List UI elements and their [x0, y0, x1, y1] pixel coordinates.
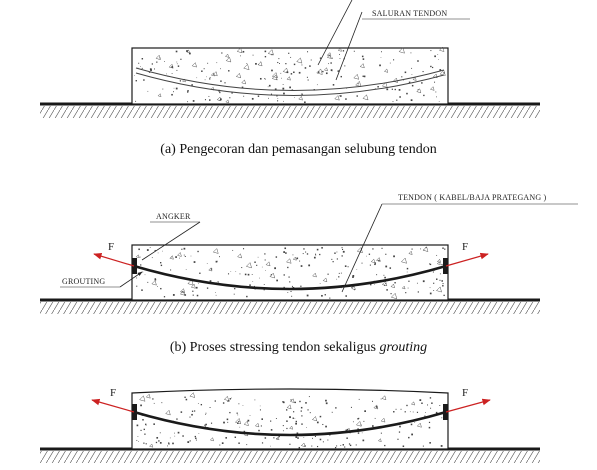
panel-b: F F TENDON ( KABEL/BAJA PRATEGANG ) ANGK… [40, 193, 578, 314]
force-arrow-left [93, 252, 135, 267]
force-label-left: F [110, 387, 116, 399]
caption-a-text: (a) Pengecoran dan pemasangan selubung t… [160, 142, 437, 157]
caption-b-italic: grouting [379, 340, 428, 355]
grout-leader [119, 271, 143, 288]
anchor-leader [141, 221, 201, 261]
force-arrow-left [91, 398, 135, 413]
panel-a: SALURAN TENDON [40, 0, 540, 118]
concrete-texture [136, 392, 443, 449]
duct-leader [335, 11, 363, 81]
force-arrow-right [445, 398, 491, 413]
force-label-right: F [462, 241, 468, 253]
caption-a: (a) Pengecoran dan pemasangan selubung t… [0, 142, 597, 158]
concrete-texture [134, 46, 446, 104]
force-label-left: F [108, 241, 114, 253]
tendon-cable [133, 264, 447, 291]
duct-label: SALURAN TENDON [372, 9, 447, 18]
tendon-leader [341, 203, 383, 293]
panel-c: F F [40, 387, 540, 463]
caption-b-text: (b) Proses stressing tendon sekaligus [169, 340, 380, 355]
ground-hatch [40, 106, 540, 118]
top-leader [317, 0, 353, 66]
grout-label: GROUTING [62, 277, 105, 286]
anchor-left [132, 258, 137, 274]
anchor-left [132, 404, 137, 420]
tendon-cable [133, 410, 447, 437]
tendon-label: TENDON ( KABEL/BAJA PRATEGANG ) [398, 193, 547, 202]
force-label-right: F [462, 387, 468, 399]
ground-hatch [40, 451, 540, 463]
tendon-duct-inner [135, 72, 445, 96]
tendon-duct [135, 67, 445, 91]
concrete-beam [131, 244, 449, 301]
concrete-beam [131, 47, 449, 105]
force-arrow-right [445, 252, 489, 267]
anchor-label: ANGKER [156, 212, 191, 221]
concrete-beam-cambered [131, 388, 449, 450]
anchor-right [443, 404, 448, 420]
ground-hatch [40, 302, 540, 314]
anchor-right [443, 258, 448, 274]
caption-b: (b) Proses stressing tendon sekaligus gr… [0, 340, 597, 356]
